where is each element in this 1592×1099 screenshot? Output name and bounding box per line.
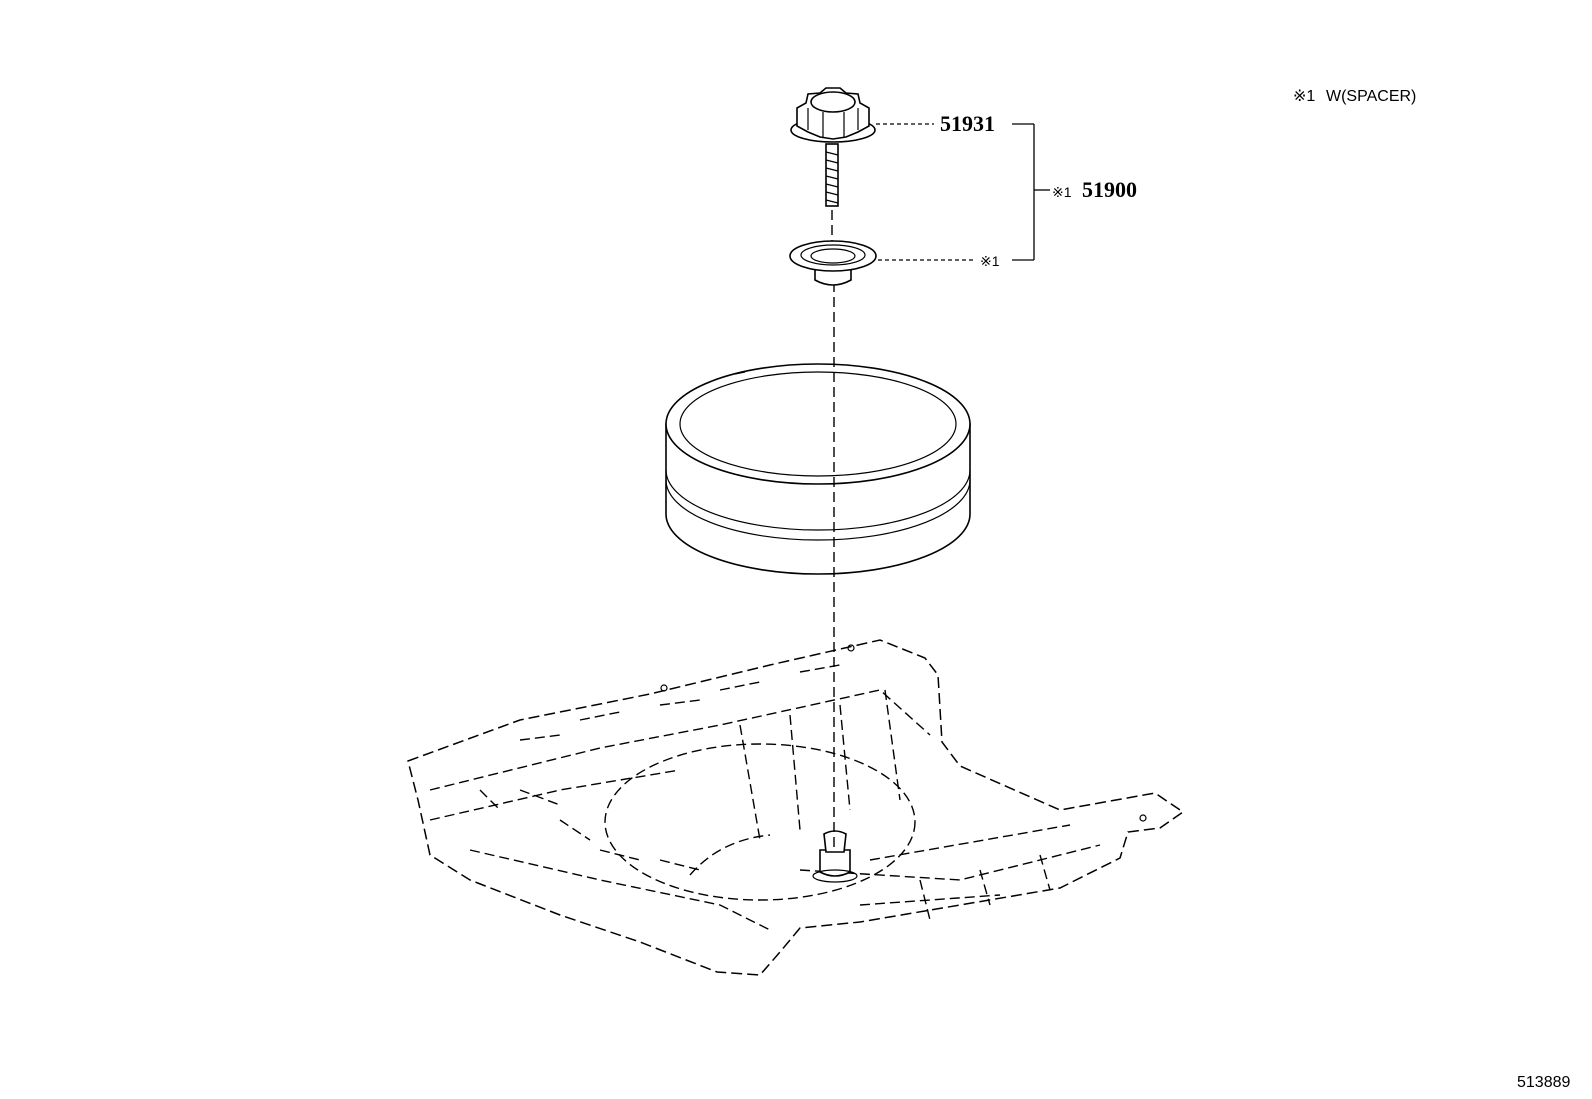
assembly-note-mark: ※1 [1052, 184, 1072, 200]
part-number-51900: 51900 [1082, 177, 1137, 202]
part-number-51931: 51931 [940, 111, 995, 136]
legend-note-text: W(SPACER) [1326, 88, 1416, 105]
illustration-id: 513889 [1517, 1074, 1570, 1091]
spacer-washer-icon [789, 240, 877, 286]
legend-note: ※1 W(SPACER) [1293, 88, 1416, 105]
legend-note-mark: ※1 [1293, 88, 1315, 105]
spare-tire-icon [665, 363, 971, 575]
rear-floor-pan-icon [407, 639, 1185, 976]
callout-group: 51931 ※1 51900 ※1 [876, 111, 1137, 269]
spacer-note-mark: ※1 [980, 253, 1000, 269]
hold-down-knob-icon [790, 87, 876, 207]
